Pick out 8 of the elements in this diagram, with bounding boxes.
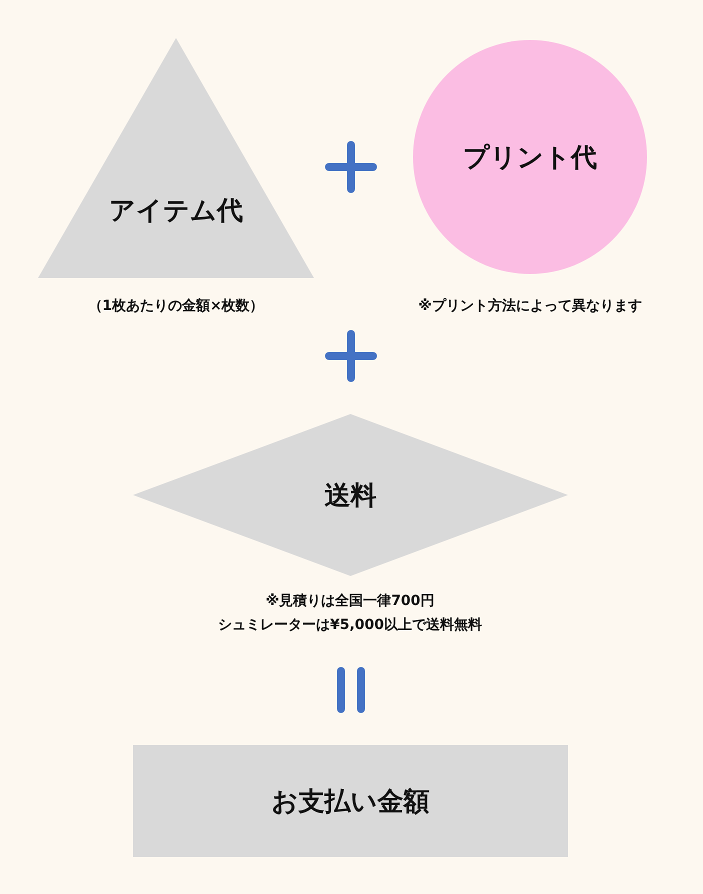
node-label: お支払い金額 [272,786,430,818]
note-text: ※プリント方法によって異なります [418,297,642,315]
node-label: プリント代 [463,142,597,174]
node-label: アイテム代 [109,194,243,228]
note-text: ※見積りは全国一律700円 [266,592,434,610]
note-text: シュミレーターは¥5,000以上で送料無料 [218,616,482,634]
note-text: （1枚あたりの金額×枚数） [88,297,264,315]
node-label: 送料 [324,480,376,512]
